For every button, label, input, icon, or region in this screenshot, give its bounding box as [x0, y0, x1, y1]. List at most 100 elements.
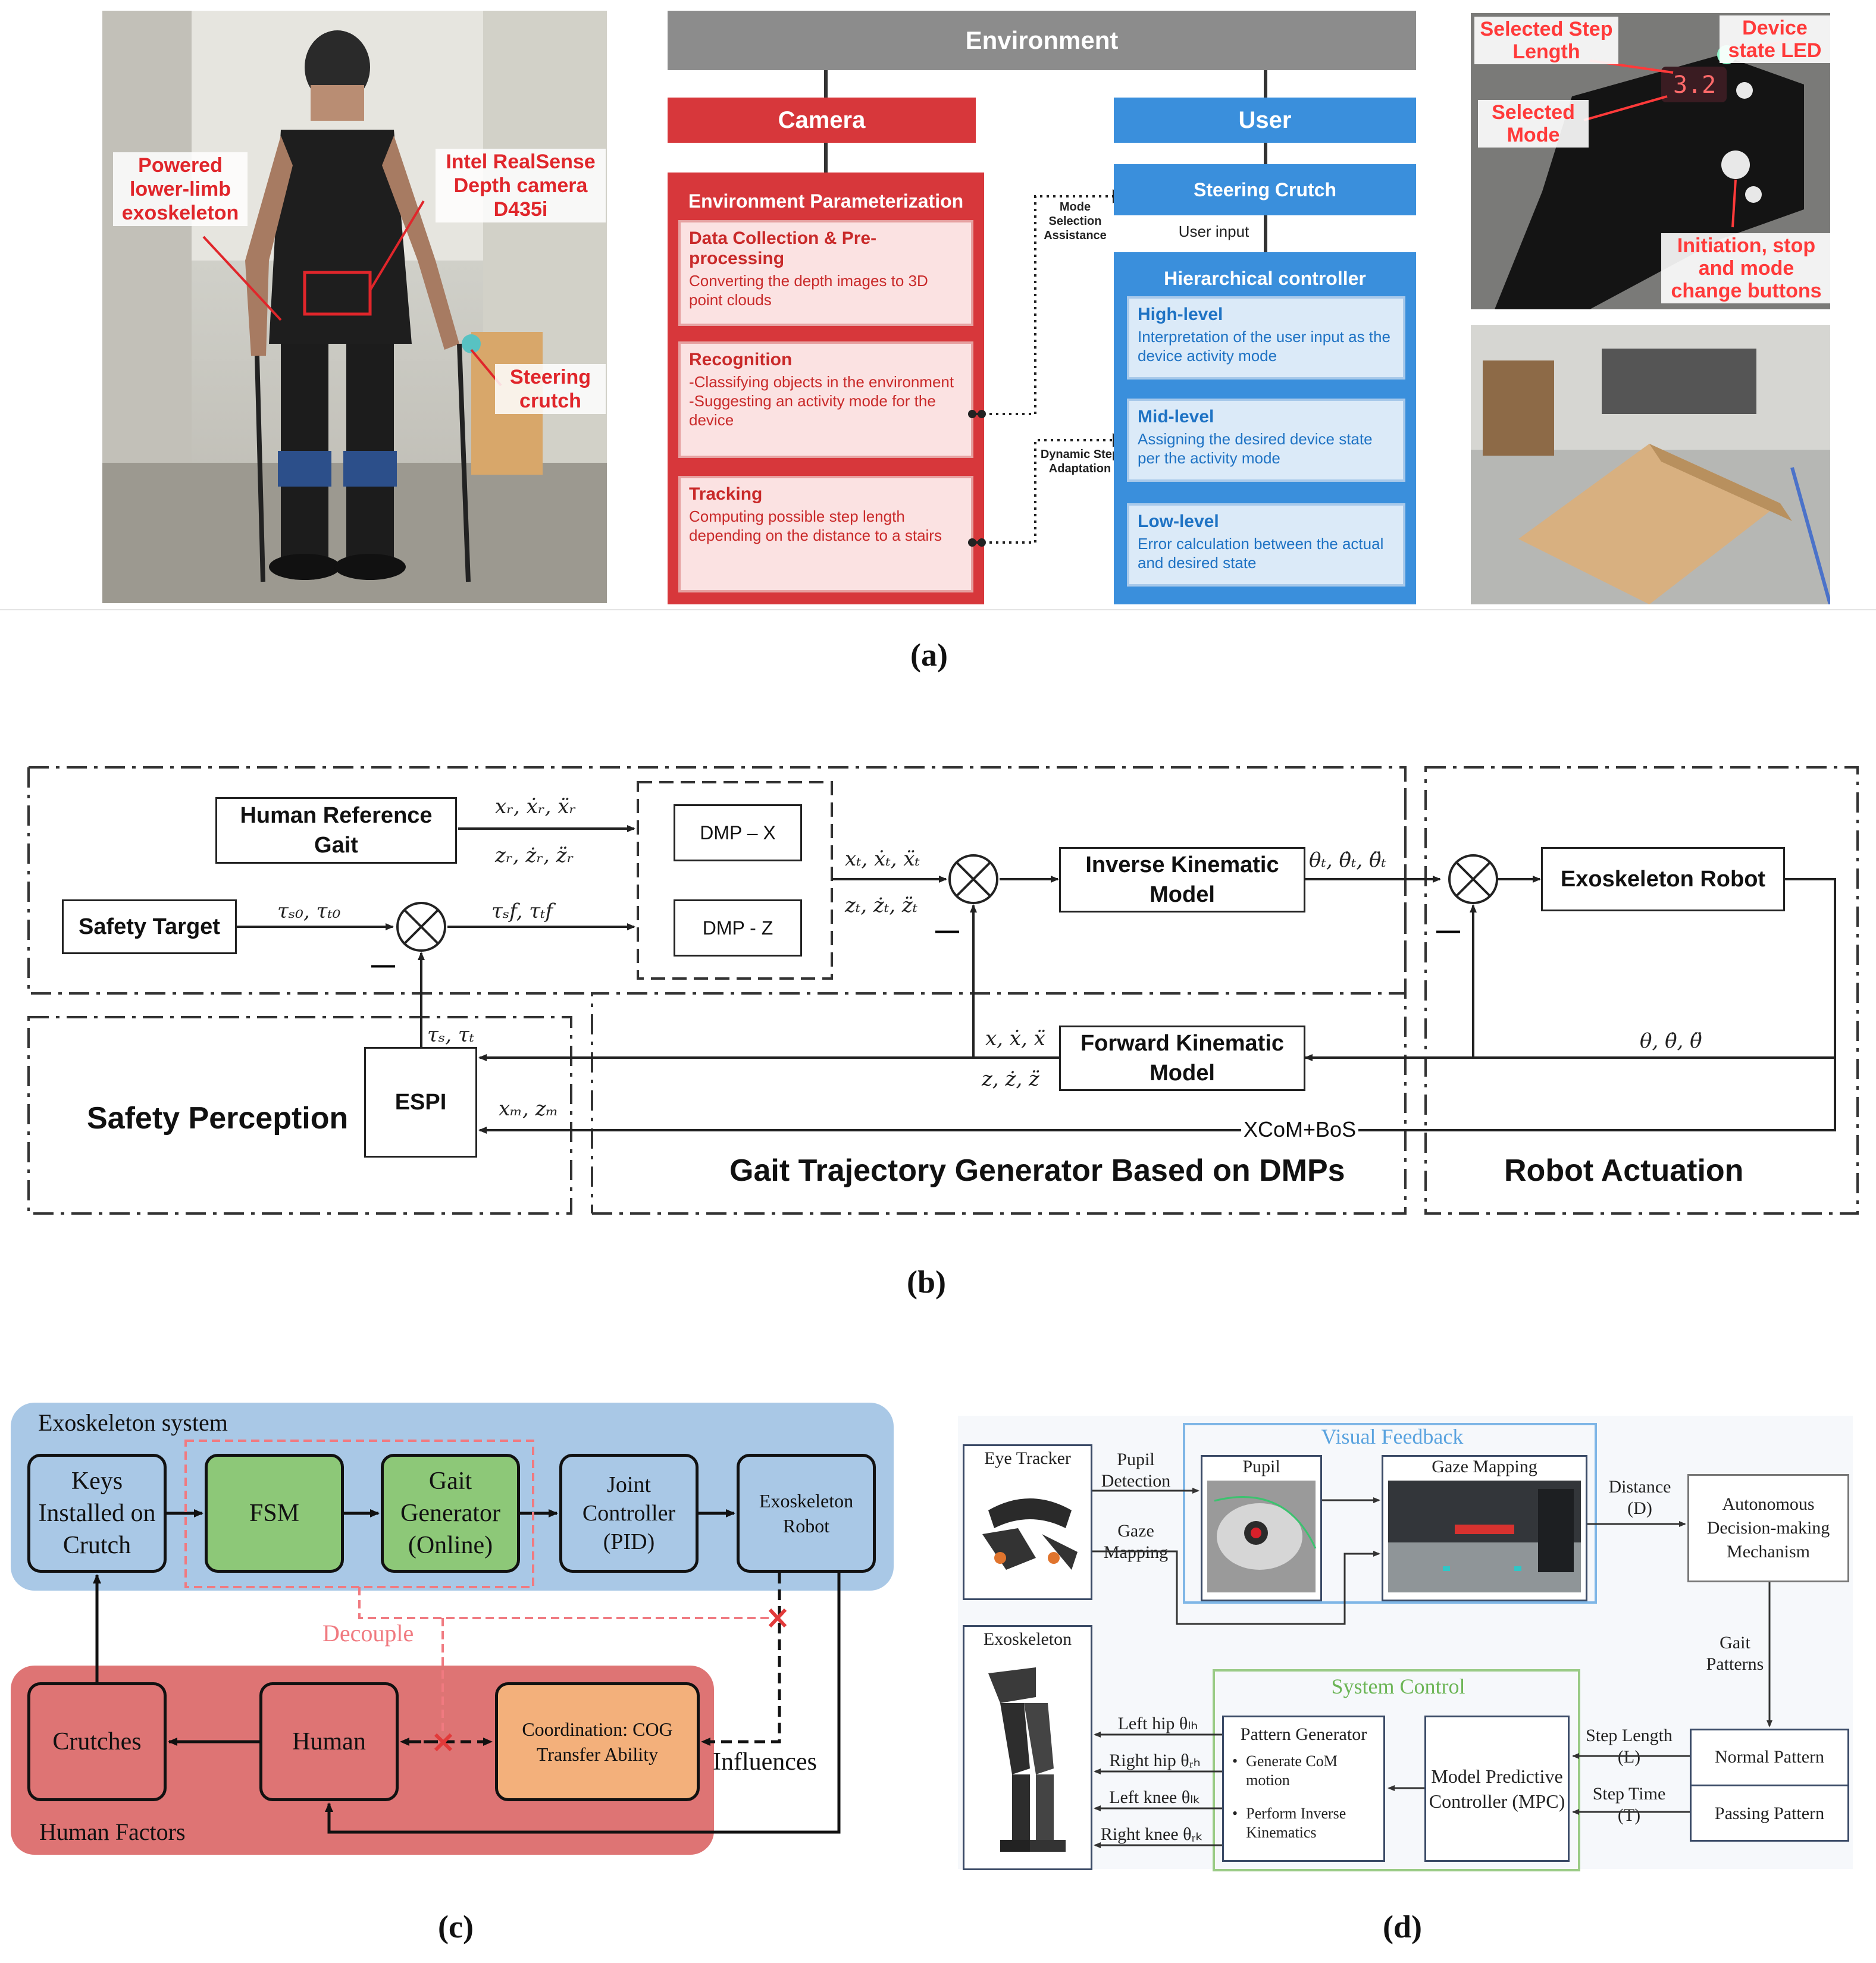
minus-sign-3: —: [1436, 917, 1460, 943]
visual-feedback-label: Visual Feedback: [1321, 1425, 1464, 1448]
recognition-box: Recognition -Classifying objects in the …: [678, 341, 973, 458]
label-crutch: Steering crutch: [495, 364, 606, 414]
gait-generator-label: Gait Trajectory Generator Based on DMPs: [729, 1153, 1345, 1188]
mid-level-body: Assigning the desired device state per t…: [1138, 430, 1373, 467]
sym-zt: zₜ, żₜ, z̈ₜ: [845, 893, 918, 917]
low-level-body: Error calculation between the actual and…: [1138, 535, 1384, 572]
exoskeleton-robot-box: Exoskeleton Robot: [1541, 847, 1785, 911]
gaze-mapping-image: [1388, 1481, 1581, 1592]
environment-bar: Environment: [668, 11, 1416, 70]
sym-xt: xₜ, ẋₜ, ẍₜ: [845, 847, 920, 871]
recognition-body: -Classifying objects in the environment …: [689, 373, 954, 429]
pattern-generator-box: Pattern Generator • Generate CoM motion …: [1222, 1716, 1385, 1862]
low-level-title: Low-level: [1138, 512, 1219, 531]
mid-level-box: Mid-level Assigning the desired device s…: [1127, 399, 1405, 482]
sym-zr: zᵣ, żᵣ, z̈ᵣ: [495, 843, 574, 867]
inverse-kinematic-box: Inverse Kinematic Model: [1059, 847, 1305, 912]
exo-system-label: Exoskeleton system: [38, 1409, 228, 1436]
espi-box: ESPI: [364, 1047, 477, 1158]
sym-ts: τₛ, τₜ: [427, 1023, 475, 1047]
normal-pattern: Normal Pattern: [1714, 1746, 1825, 1767]
recognition-title: Recognition: [689, 350, 793, 369]
mode-selection-label: Mode Selection Assistance: [1040, 200, 1110, 243]
ramp-photo-graphic: [1471, 325, 1830, 604]
caption-a: (a): [910, 637, 948, 673]
step-time-label: Step Time (T): [1592, 1784, 1666, 1825]
autonomous-box: Autonomous Decision-making Mechanism: [1687, 1474, 1849, 1582]
user-link-line: [1264, 143, 1267, 164]
sym-theta-t: θₜ, θ̇ₜ, θ̈ₜ: [1309, 848, 1386, 872]
exoskeleton-photo-graphic: [102, 11, 607, 603]
minus-sign-1: —: [371, 952, 395, 978]
exo-robot-box: Exoskeleton Robot: [737, 1454, 876, 1573]
decouple-label: Decouple: [322, 1620, 414, 1647]
pupil-box: Pupil: [1201, 1455, 1322, 1601]
low-level-box: Low-level Error calculation between the …: [1127, 503, 1405, 587]
sym-theta: θ, θ̇, θ̈: [1640, 1029, 1702, 1053]
forward-kinematic-box: Forward Kinematic Model: [1059, 1026, 1305, 1091]
crutch-photo: 3.2 Selected Step Length Device state LE…: [1471, 13, 1830, 309]
user-input-line: [1264, 215, 1267, 252]
exoskeleton-graphic: [988, 1667, 1066, 1852]
svg-text:3.2: 3.2: [1673, 71, 1716, 99]
passing-pattern: Passing Pattern: [1714, 1804, 1825, 1823]
pupil-label: Pupil: [1242, 1457, 1280, 1476]
user-header: User: [1114, 98, 1416, 143]
joint-controller-box: Joint Controller (PID): [559, 1454, 699, 1573]
label-led: Device state LED: [1720, 15, 1830, 63]
distance-label: Distance (D): [1608, 1477, 1671, 1518]
dmp-x-box: DMP – X: [674, 804, 802, 861]
pattern-bullet-1: Generate CoM motion: [1246, 1752, 1338, 1789]
crutches-box: Crutches: [27, 1682, 167, 1801]
caption-c: (c): [438, 1909, 474, 1945]
influences-label: Influences: [713, 1748, 817, 1776]
exoskeleton-box: Exoskeleton: [963, 1625, 1092, 1870]
high-level-body: Interpretation of the user input as the …: [1138, 328, 1390, 365]
minus-sign-2: —: [935, 917, 959, 943]
gait-generator-box: Gait Generator (Online): [381, 1454, 520, 1573]
gaze-mapping-box: Gaze Mapping: [1382, 1455, 1587, 1601]
panel-a-divider: [0, 609, 1876, 610]
left-knee-label: Left knee θₗₖ: [1109, 1788, 1201, 1807]
xcom-bos-label: XCoM+BoS: [1241, 1117, 1359, 1142]
tracking-box: Tracking Computing possible step length …: [678, 476, 973, 592]
high-level-box: High-level Interpretation of the user in…: [1127, 296, 1405, 380]
gait-patterns-label: Gait Patterns: [1706, 1633, 1764, 1674]
label-camera: Intel RealSense Depth camera D435i: [436, 149, 606, 222]
gaze-mapping-label: Gaze Mapping: [1103, 1521, 1169, 1562]
cam-link-line: [824, 143, 828, 173]
caption-b: (b): [907, 1264, 946, 1300]
mid-level-title: Mid-level: [1138, 407, 1214, 427]
right-hip-label: Right hip θᵣₕ: [1109, 1751, 1201, 1770]
label-buttons: Initiation, stop and mode change buttons: [1661, 233, 1830, 303]
coordination-box: Coordination: COG Transfer Ability: [495, 1682, 700, 1801]
env-param-title: Environment Parameterization: [688, 190, 964, 212]
ramp-photo: [1471, 325, 1830, 604]
system-control-label: System Control: [1331, 1674, 1465, 1698]
mpc-box: Model Predictive Controller (MPC): [1424, 1716, 1570, 1862]
human-factors-label: Human Factors: [39, 1818, 186, 1845]
pupil-image: [1207, 1481, 1317, 1592]
bullet-icon: •: [1232, 1752, 1238, 1770]
gaze-mapping-title: Gaze Mapping: [1432, 1457, 1537, 1476]
sym-tsf: τₛf, τₜf: [491, 899, 553, 923]
label-step-length: Selected Step Length: [1474, 17, 1618, 64]
fsm-box: FSM: [205, 1454, 344, 1573]
pupil-detection-label: Pupil Detection: [1101, 1450, 1171, 1491]
caption-d: (d): [1383, 1909, 1422, 1945]
system-control-frame: [1213, 1669, 1580, 1871]
hierarchical-title: Hierarchical controller: [1164, 268, 1366, 289]
user-input-label: User input: [1178, 222, 1249, 240]
safety-target-box: Safety Target: [62, 899, 237, 954]
camera-header: Camera: [668, 98, 976, 143]
eye-tracker-label: Eye Tracker: [984, 1448, 1071, 1468]
exoskeleton-photo: Powered lower-limb exoskeleton Intel Rea…: [102, 11, 607, 603]
human-ref-gait-box: Human Reference Gait: [215, 797, 457, 864]
human-box: Human: [259, 1682, 399, 1801]
data-collection-title: Data Collection & Pre-processing: [689, 228, 877, 268]
label-mode: Selected Mode: [1478, 100, 1589, 148]
label-exoskeleton: Powered lower-limb exoskeleton: [113, 152, 248, 226]
robot-actuation-label: Robot Actuation: [1504, 1153, 1744, 1188]
env-user-line: [1264, 70, 1267, 98]
right-knee-label: Right knee θᵣₖ: [1100, 1824, 1204, 1844]
